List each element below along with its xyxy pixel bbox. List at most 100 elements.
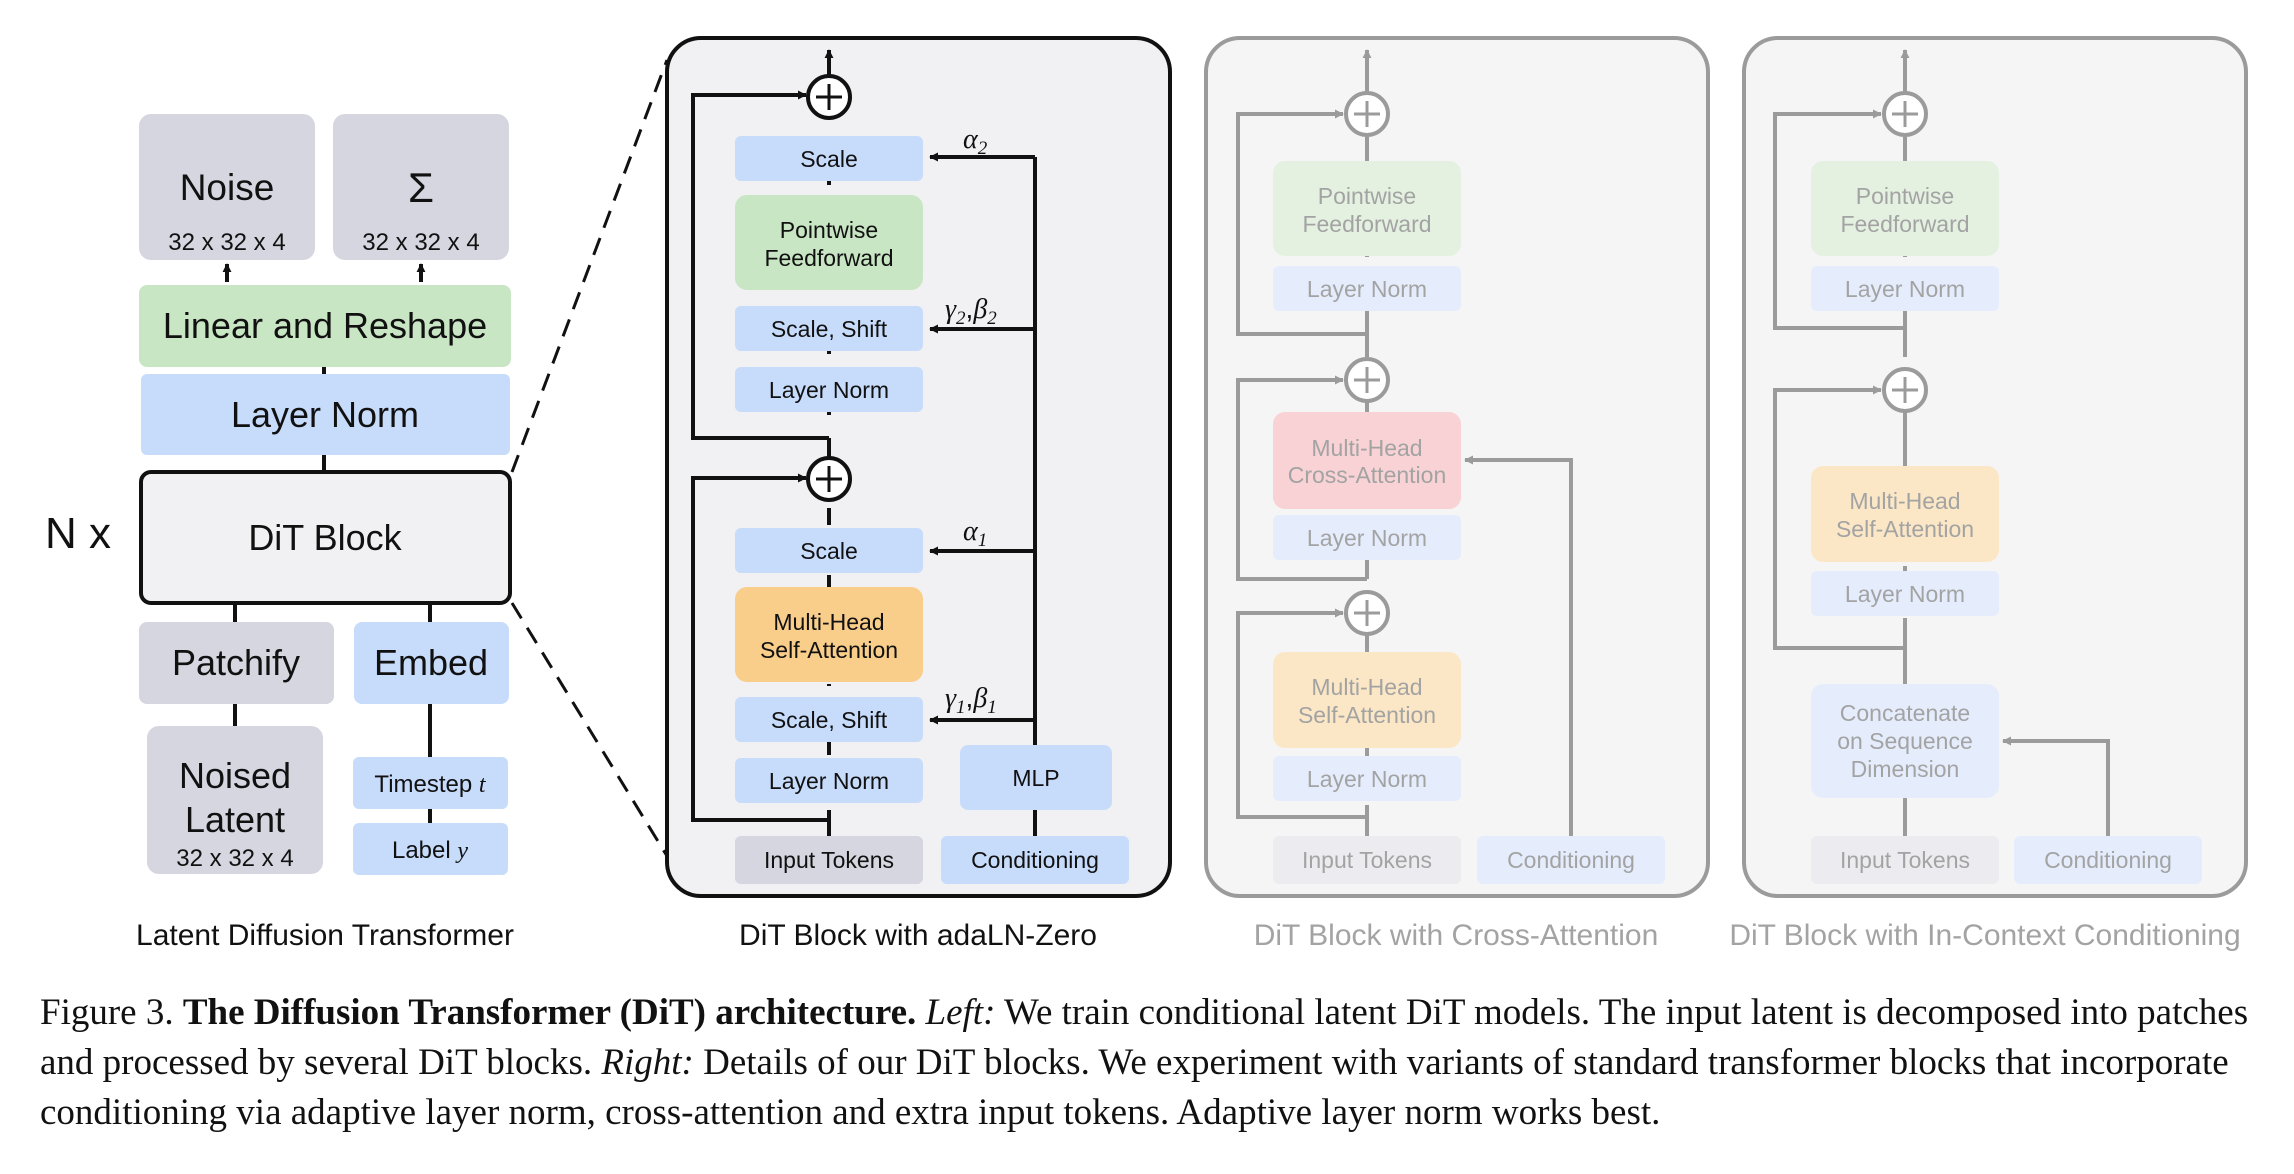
incontext-ffn-line1: Pointwise	[1856, 183, 1954, 209]
mlp-label: MLP	[1012, 765, 1059, 791]
cross-attention-line2: Cross-Attention	[1288, 462, 1447, 488]
scale-shift-top-label: Scale, Shift	[771, 316, 888, 342]
timestep-label: Timestep t	[374, 771, 486, 798]
layer-norm-bottom-label: Layer Norm	[769, 768, 889, 794]
cross-conditioning-label: Conditioning	[1507, 847, 1635, 873]
incontext-input-tokens-label: Input Tokens	[1840, 847, 1970, 873]
cross-layer-norm-1-label: Layer Norm	[1307, 276, 1427, 302]
cross-layer-norm-2-label: Layer Norm	[1307, 525, 1427, 551]
incontext-layer-norm-2-box	[1811, 571, 1999, 616]
sigma-label: Σ	[408, 164, 434, 211]
in-context-panel: Pointwise Feedforward Layer Norm Multi-H…	[1729, 36, 2248, 952]
timestep-box	[353, 757, 508, 809]
incontext-ffn-box	[1811, 161, 1999, 256]
sigma-dims: 32 x 32 x 4	[362, 229, 479, 256]
conditioning-label: Conditioning	[971, 847, 1099, 873]
pointwise-feedforward-box	[735, 195, 923, 290]
figure-caption: Figure 3. The Diffusion Transformer (DiT…	[40, 988, 2260, 1138]
cross-attention-panel: Pointwise Feedforward Layer Norm Multi-H…	[1204, 36, 1710, 952]
cross-attention-box	[1273, 412, 1461, 509]
incontext-conditioning-box	[2014, 836, 2202, 884]
dit-block-box	[139, 470, 512, 605]
incontext-self-attention-box	[1811, 466, 1999, 562]
cross-ffn-box	[1273, 161, 1461, 256]
scale-top-label: Scale	[800, 146, 858, 172]
layer-norm-top-box	[735, 367, 923, 412]
repeat-label: N x	[45, 509, 111, 558]
label-var: y	[455, 838, 468, 864]
noised-latent-dims: 32 x 32 x 4	[176, 845, 293, 872]
zoom-lines	[510, 59, 669, 857]
sigma-box	[333, 114, 509, 260]
embed-label: Embed	[374, 642, 488, 683]
incontext-layer-norm-1-label: Layer Norm	[1845, 276, 1965, 302]
incontext-msa-line1: Multi-Head	[1849, 488, 1960, 514]
noise-box	[139, 114, 315, 260]
noised-latent-line1: Noised	[179, 755, 291, 796]
mlp-box	[960, 745, 1112, 810]
embed-box	[354, 622, 509, 704]
conditioning-box	[941, 836, 1129, 884]
cross-add-node-middle	[1344, 357, 1390, 403]
label-label: Label y	[392, 837, 468, 864]
layer-norm-box	[141, 374, 510, 455]
cross-ffn-line2: Feedforward	[1302, 211, 1431, 237]
dit-architecture-figure: Noise 32 x 32 x 4 Σ 32 x 32 x 4 Linear a…	[45, 36, 2248, 952]
concat-line1: Concatenate	[1840, 700, 1970, 726]
scale-bottom-label: Scale	[800, 538, 858, 564]
alpha1-label: α1	[963, 516, 987, 551]
scale-shift-bottom-box	[735, 697, 923, 742]
patchify-label: Patchify	[172, 642, 300, 683]
cross-add-node-top	[1344, 91, 1390, 137]
layer-norm-bottom-box	[735, 758, 923, 803]
cross-panel-title: DiT Block with Cross-Attention	[1254, 919, 1659, 952]
cross-layer-norm-3-label: Layer Norm	[1307, 766, 1427, 792]
layer-norm-top-label: Layer Norm	[769, 377, 889, 403]
cross-layer-norm-3-box	[1273, 756, 1461, 801]
incontext-layer-norm-1-box	[1811, 266, 1999, 311]
self-attention-box	[735, 587, 923, 682]
concatenate-box	[1811, 684, 1999, 798]
ffn-line2: Feedforward	[764, 245, 893, 271]
linear-reshape-label: Linear and Reshape	[163, 305, 487, 346]
noise-dims: 32 x 32 x 4	[168, 229, 285, 256]
caption-right-text: Details of our DiT blocks. We experiment…	[40, 1042, 2229, 1133]
latent-diffusion-transformer-panel: Noise 32 x 32 x 4 Σ 32 x 32 x 4 Linear a…	[45, 114, 514, 952]
cross-input-tokens-label: Input Tokens	[1302, 847, 1432, 873]
cross-layer-norm-1-box	[1273, 266, 1461, 311]
caption-left-text: We train conditional latent DiT models. …	[40, 992, 2249, 1083]
cross-attention-line1: Multi-Head	[1311, 435, 1422, 461]
noised-latent-box	[147, 726, 323, 874]
scale-shift-bottom-label: Scale, Shift	[771, 707, 888, 733]
cross-input-tokens-box	[1273, 836, 1461, 884]
incontext-conditioning-label: Conditioning	[2044, 847, 2172, 873]
incontext-ffn-line2: Feedforward	[1840, 211, 1969, 237]
dit-block-label: DiT Block	[248, 517, 402, 558]
concat-line3: Dimension	[1851, 756, 1960, 782]
alpha2-label: α2	[963, 124, 988, 159]
input-tokens-label: Input Tokens	[764, 847, 894, 873]
caption-title: The Diffusion Transformer (DiT) architec…	[182, 992, 917, 1033]
cross-conditioning-box	[1477, 836, 1665, 884]
patchify-box	[139, 622, 334, 704]
gamma1-beta1-label: γ1,β1	[945, 682, 997, 718]
linear-reshape-box	[139, 285, 511, 367]
scale-top-box	[735, 136, 923, 181]
noise-label: Noise	[180, 167, 275, 208]
timestep-var: t	[479, 772, 487, 798]
cross-ffn-line1: Pointwise	[1318, 183, 1416, 209]
adaln-panel-title: DiT Block with adaLN-Zero	[739, 919, 1097, 952]
msa-line1: Multi-Head	[773, 609, 884, 635]
cross-add-node-bottom	[1344, 590, 1390, 636]
ffn-line1: Pointwise	[780, 217, 878, 243]
caption-right-label: Right:	[601, 1042, 694, 1083]
add-node-top	[806, 74, 852, 120]
noised-latent-line2: Latent	[185, 799, 285, 840]
incontext-panel-title: DiT Block with In-Context Conditioning	[1729, 919, 2240, 952]
cross-msa-line2: Self-Attention	[1298, 702, 1436, 728]
incontext-input-tokens-box	[1811, 836, 1999, 884]
incontext-add-node-middle	[1882, 367, 1928, 413]
caption-left-label: Left:	[925, 992, 996, 1033]
scale-shift-top-box	[735, 306, 923, 351]
concat-line2: on Sequence	[1837, 728, 1973, 754]
